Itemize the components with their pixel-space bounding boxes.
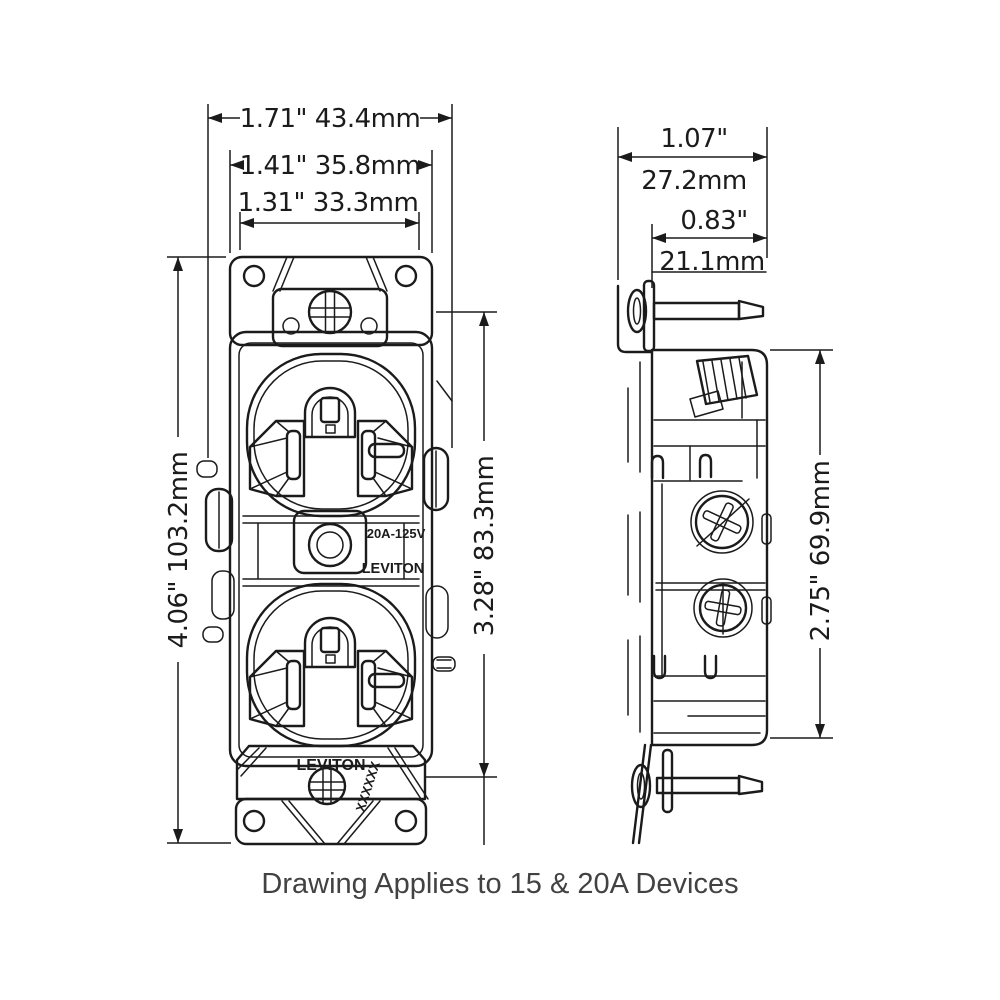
dim-label-body-depth-in: 0.83": [680, 206, 747, 236]
dim-label-overall-width: 1.71" 43.4mm: [240, 104, 421, 134]
dim-label-face-width: 1.31" 33.3mm: [238, 188, 419, 218]
center-band: 20A-125V LEVITON: [242, 509, 426, 587]
lower-outlet: [245, 582, 417, 748]
front-top-strap: [228, 255, 434, 348]
side-body-outline: [650, 348, 769, 747]
front-bottom-strap: [234, 797, 428, 846]
dimensions: 1.71" 43.4mm 1.41" 35.8mm 1.31" 33.3mm 4…: [164, 104, 836, 845]
yoke-bend: [616, 284, 654, 354]
dim-overall-height: 4.06" 103.2mm: [164, 256, 231, 844]
front-bottom-plate: LEVITON XXXXXX: [235, 744, 429, 814]
terminal-pins: [650, 453, 718, 680]
dim-label-overall-depth-in: 1.07": [660, 124, 727, 154]
mounting-screw-bottom: [307, 766, 347, 806]
mounting-hole: [394, 809, 418, 833]
dim-overall-depth: 1.07" 27.2mm: [617, 124, 768, 280]
dim-label-overall-depth-mm: 27.2mm: [641, 166, 747, 196]
brand-marking: LEVITON: [362, 561, 425, 577]
dim-face-width: 1.31" 33.3mm: [238, 188, 420, 250]
mounting-screw-top: [307, 289, 353, 335]
terminal-screws-left: [196, 460, 235, 643]
side-mounting-screw-top: [626, 279, 765, 353]
mounting-hole: [394, 264, 418, 288]
dim-side-height: 2.75" 69.9mm: [770, 349, 836, 739]
mounting-hole: [242, 809, 266, 833]
dim-body-height: 3.28" 83.3mm: [426, 311, 500, 845]
side-mounting-screw-bottom: [630, 743, 764, 845]
mounting-hole: [242, 264, 266, 288]
front-face-outline: [238, 342, 424, 758]
ground-screw-knurled: [689, 354, 759, 418]
front-view: 20A-125V LEVITON LEVITON: [196, 255, 456, 846]
upper-outlet: [245, 352, 417, 518]
caption: Drawing Applies to 15 & 20A Devices: [261, 868, 738, 900]
rating-marking: 20A-125V: [367, 526, 426, 541]
side-terminal-screw-2: [693, 578, 753, 638]
dim-label-side-height: 2.75" 69.9mm: [806, 461, 836, 642]
dim-label-overall-height: 4.06" 103.2mm: [164, 452, 194, 649]
dim-label-body-depth-mm: 21.1mm: [659, 247, 765, 277]
dim-body-depth: 0.83" 21.1mm: [651, 206, 767, 288]
dim-label-body-width: 1.41" 35.8mm: [240, 151, 421, 181]
side-view: [616, 271, 772, 845]
brand-marking-bottom: LEVITON: [296, 757, 365, 774]
dim-overall-width: 1.71" 43.4mm: [207, 104, 453, 458]
front-body-outline: [228, 330, 434, 768]
lead-tick: [436, 380, 453, 402]
dim-body-width: 1.41" 35.8mm: [229, 150, 433, 253]
side-terminal-screw-1: [690, 490, 754, 554]
terminal-screws-right: [422, 446, 456, 672]
dim-label-body-height: 3.28" 83.3mm: [470, 456, 500, 637]
